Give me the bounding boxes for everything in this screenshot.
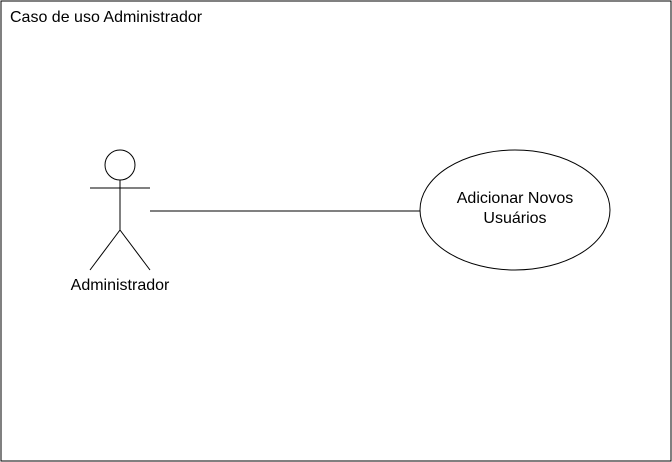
actor-label: Administrador (70, 277, 170, 294)
actor-figure[interactable] (89, 149, 151, 271)
use-case-label-line1: Adicionar Novos (456, 190, 574, 207)
use-case-label-line2: Usuários (483, 210, 547, 227)
actor-right-leg (119, 229, 151, 271)
use-case-ellipse[interactable] (419, 149, 611, 271)
actor-left-leg (89, 229, 121, 271)
use-case-label: Adicionar Novos Usuários (420, 189, 610, 229)
frame-title: Caso de uso Administrador (10, 9, 203, 26)
actor-head (104, 149, 136, 181)
